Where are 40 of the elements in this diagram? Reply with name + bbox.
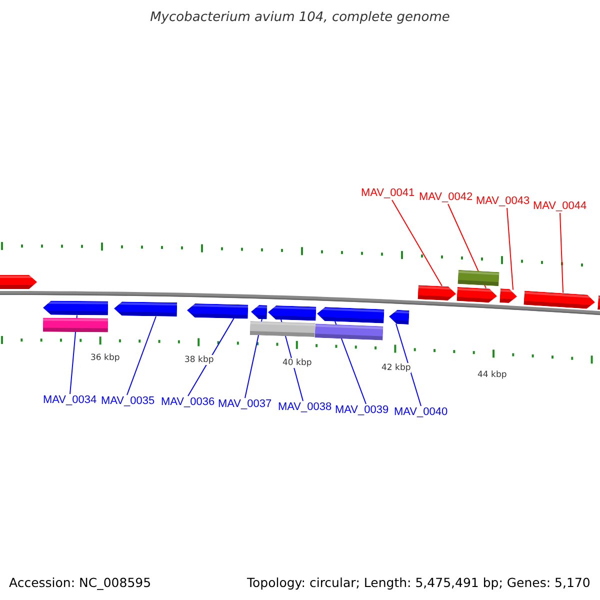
gene-label: MAV_0041	[361, 187, 415, 200]
gene-feature	[186, 302, 248, 318]
scale-label: 42 kbp	[382, 363, 411, 373]
gene-feature	[250, 304, 268, 319]
gene-label: MAV_0043	[476, 195, 530, 208]
leader-line	[506, 208, 514, 290]
footer-text: Topology: circular; Length: 5,475,491 bp; Genes: 5,170	[247, 575, 590, 590]
leader-line	[396, 323, 422, 406]
gene-feature	[456, 286, 498, 303]
feature-bar	[250, 321, 316, 338]
feature-bar	[42, 318, 108, 333]
gene-label: MAV_0042	[419, 191, 473, 204]
gene-label: MAV_0037	[218, 398, 272, 411]
feature-bar	[458, 270, 500, 286]
gene-feature	[114, 302, 178, 317]
gene-feature	[388, 309, 410, 324]
scale-label: 36 kbp	[90, 353, 120, 363]
leader-line	[560, 212, 564, 294]
gene-feature	[524, 290, 596, 309]
gene-label: MAV_0034	[43, 394, 97, 407]
gene-label: MAV_0044	[533, 200, 587, 213]
scale-label: 44 kbp	[478, 370, 507, 380]
gene-feature	[500, 289, 518, 304]
gene-label: MAV_0039	[335, 404, 389, 417]
gene-label: MAV_0036	[161, 396, 215, 409]
leader-line	[392, 200, 442, 286]
footer-text: Accession: NC_008595	[9, 575, 152, 590]
gene-label: MAV_0040	[394, 406, 448, 419]
gene-label: MAV_0035	[101, 395, 155, 408]
scale-label: 40 kbp	[282, 358, 312, 368]
leader-line	[188, 318, 234, 396]
title: Mycobacterium avium 104, complete genome	[149, 10, 451, 25]
leader-line	[126, 316, 156, 396]
scale-label: 38 kbp	[184, 355, 214, 365]
gene-feature	[418, 284, 456, 301]
gene-label: MAV_0038	[278, 401, 332, 414]
gene-feature	[42, 301, 108, 316]
gene-feature	[316, 306, 384, 324]
gene-feature	[0, 274, 37, 290]
feature-bar	[314, 324, 384, 340]
